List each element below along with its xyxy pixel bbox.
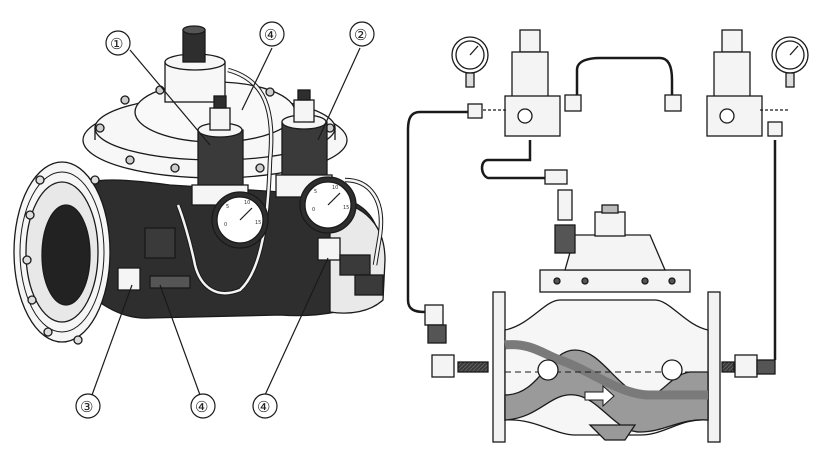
schematic-pilot-right [706, 29, 790, 137]
schematic-pilot-left [478, 29, 561, 137]
gauge-1-label-0: 0 [224, 222, 227, 228]
schematic-gauge-left [451, 36, 489, 88]
callout-4-bottom-right: ④ [257, 398, 270, 416]
callout-4-top: ④ [264, 26, 277, 44]
schematic-valve-body [492, 291, 721, 443]
inlet-flange [13, 161, 111, 345]
callout-4-bottom-left: ④ [195, 398, 208, 416]
gauge-1-label-15: 15 [255, 220, 261, 226]
pilot-valve-1 [191, 95, 249, 206]
pressure-gauge-1: 0 5 10 15 [211, 191, 269, 249]
schematic-fittings [424, 94, 783, 378]
gauge-1-label-10: 10 [244, 200, 250, 206]
callout-2: ② [354, 26, 367, 44]
schematic-gauge-right [771, 36, 809, 88]
gauge-1-label-5: 5 [226, 204, 229, 210]
callouts: ① ④ ② ③ ④ ④ [75, 21, 375, 419]
gauge-2-label-0: 0 [312, 207, 315, 213]
gauge-2-label-15: 15 [343, 205, 349, 211]
top-pilot [164, 25, 226, 103]
valve-schematic [406, 29, 809, 443]
schematic-tubing [406, 56, 777, 360]
callout-leaders [91, 47, 361, 396]
pressure-gauge-2: 0 5 10 15 [299, 176, 357, 234]
gauge-2-label-5: 5 [314, 189, 317, 195]
callout-1: ① [110, 35, 123, 53]
callout-3: ③ [80, 398, 93, 416]
gauge-2-label-10: 10 [332, 185, 338, 191]
flow-arrow [584, 384, 615, 408]
valve-3d-view: 0 5 10 15 0 5 10 15 [13, 25, 386, 345]
ball-valve-fittings [117, 227, 384, 296]
schematic-bonnet [539, 204, 691, 293]
